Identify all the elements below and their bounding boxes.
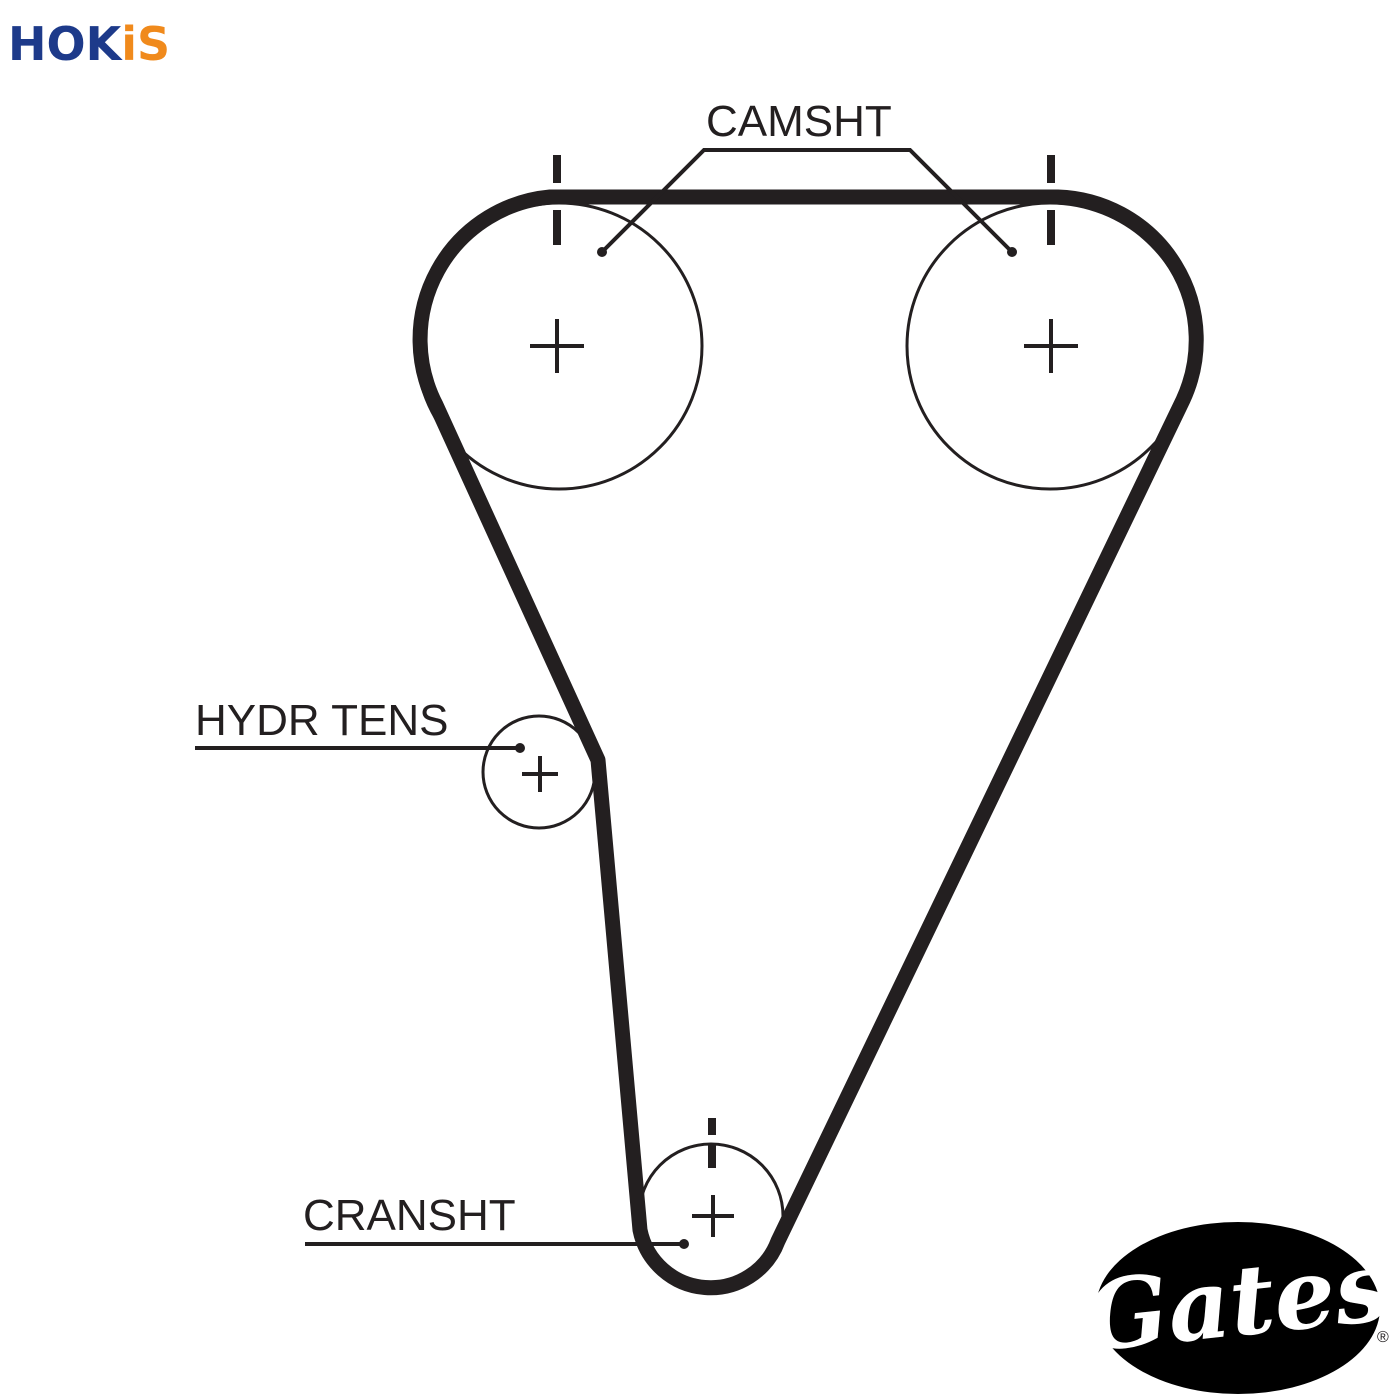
crank-center-cross-icon (692, 1195, 734, 1237)
camshaft-leader-line (600, 148, 1014, 254)
crankshaft-label: CRANSHT (303, 1191, 516, 1240)
leader-lines (195, 148, 1014, 1246)
tensioner-center-cross-icon (522, 756, 558, 792)
tensioner-label: HYDR TENS (195, 696, 448, 745)
timing-belt (412, 189, 1204, 1296)
gates-registered-mark: ® (1377, 1329, 1389, 1346)
pulleys (414, 201, 1195, 1290)
center-marks (522, 319, 1078, 1237)
gates-logo: Gates ® (1080, 1222, 1394, 1394)
svg-text:HOKiS: HOKiS (8, 17, 170, 71)
hokis-logo-main: HOK (8, 17, 124, 71)
left-cam-center-cross-icon (530, 319, 584, 373)
hokis-logo-s: S (137, 17, 170, 71)
hokis-logo-i: i (121, 17, 137, 71)
camshaft-label: CAMSHT (706, 97, 892, 146)
timing-marks (553, 155, 1055, 1168)
leader-dots (515, 247, 1017, 1249)
hokis-logo: HOKiS (8, 17, 170, 71)
gates-logo-ellipse (1096, 1222, 1380, 1394)
right-cam-center-cross-icon (1024, 319, 1078, 373)
